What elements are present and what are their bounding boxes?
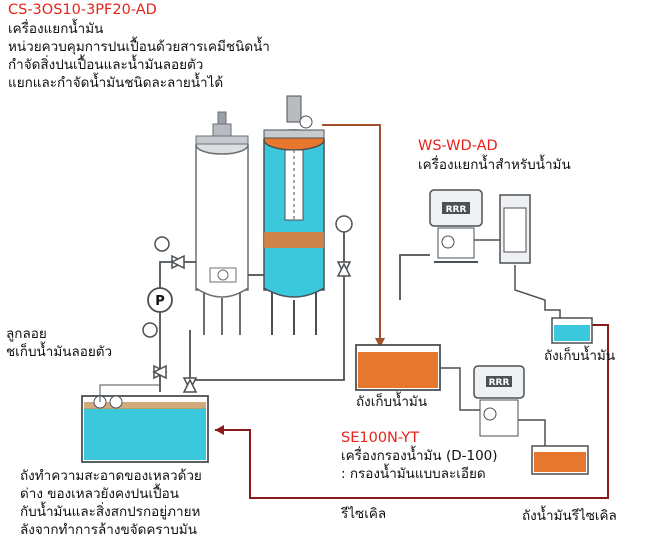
- main-line-2: หน่วยควบคุมการปนเปื้อนด้วยสารเคมีชนิดน้ำ: [8, 39, 270, 55]
- ws-wd-ad-unit: RRR: [429, 189, 561, 322]
- skimmer-line-1: ลูกลอย: [6, 326, 47, 342]
- ws-model-label: WS-WD-AD: [418, 138, 498, 154]
- wash-tank: [81, 384, 209, 463]
- right-storage-label: ถังเก็บน้ำมัน: [544, 348, 616, 364]
- wash-line-2: ด่าง ของเหลวยังคงปนเปื้อน: [20, 486, 179, 502]
- ws-filter-badge: RRR: [446, 205, 467, 215]
- se-line-2: : กรองน้ำมันแบบละเอียด: [341, 466, 486, 482]
- recycle-pipe: [215, 324, 609, 499]
- wash-line-4: ลังจากทำการล้างขจัดคราบมัน: [20, 522, 197, 538]
- recycled-oil-tank-label: ถังน้ำมันรีไซเคิล: [522, 508, 617, 524]
- main-line-1: เครื่องแยกน้ำมัน: [8, 21, 104, 37]
- valves: [142, 215, 353, 393]
- right-storage-tank: [551, 317, 593, 344]
- skimmer-line-2: ชเก็บน้ำมันลอยตัว: [6, 344, 113, 360]
- se-model-label: SE100N-YT: [341, 430, 420, 446]
- center-oil-tank: [355, 344, 441, 391]
- se-line-1: เครื่องกรองน้ำมัน (D-100): [341, 448, 498, 464]
- gauge-symbol: P: [155, 294, 165, 309]
- oil-transfer-pipe: [322, 124, 385, 348]
- main-line-3: กำจัดสิ่งปนเปื้อนและน้ำมันลอยตัว: [8, 57, 204, 73]
- main-model-label: CS-3OS10-3PF20-AD: [8, 2, 157, 18]
- main-line-4: แยกและกำจัดน้ำมันชนิดละลายน้ำได้: [8, 75, 224, 91]
- wash-line-1: ถังทำความสะอาดของเหลวด้วย: [20, 468, 202, 484]
- left-column-tank: [195, 111, 249, 335]
- se-filter-badge: RRR: [489, 378, 510, 388]
- recycled-oil-tank: [531, 445, 589, 475]
- right-column-tank: [263, 95, 325, 335]
- recycle-label: รีไซเคิล: [341, 506, 387, 522]
- center-oil-tank-label: ถังเก็บน้ำมัน: [356, 394, 428, 410]
- pressure-gauge: P: [147, 287, 173, 313]
- ws-line: เครื่องแยกน้ำสำหรับน้ำมัน: [418, 157, 571, 173]
- wash-line-3: กับน้ำมันและสิ่งสกปรกอยู่ภายห: [20, 504, 201, 520]
- se100n-yt-unit: RRR: [440, 365, 546, 446]
